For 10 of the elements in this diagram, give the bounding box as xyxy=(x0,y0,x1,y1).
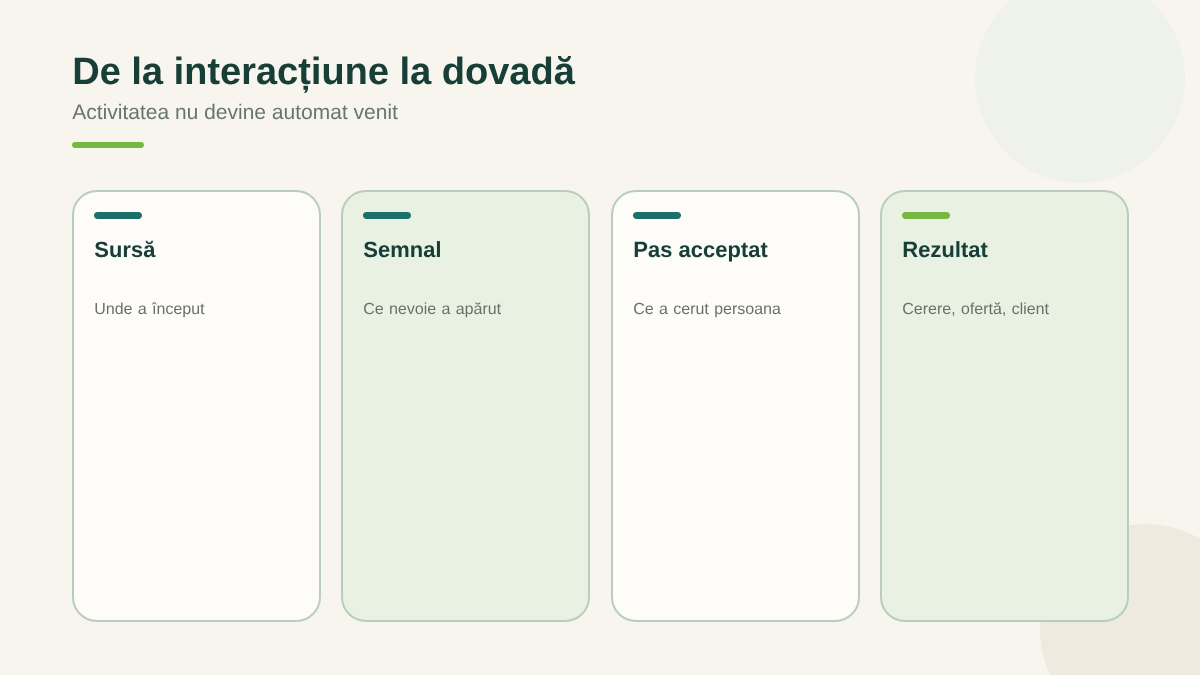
title: De la interacțiune la dovadă xyxy=(74,56,576,93)
card-heading: Rezultat xyxy=(903,241,988,258)
card-heading: Sursă xyxy=(94,240,156,258)
subtitle: Activitatea nu devine automat venit xyxy=(72,103,398,120)
card-text: Ce nevoie a apărut xyxy=(364,302,501,318)
card-heading: Semnal xyxy=(363,241,440,258)
card-text: Cerere, ofertă, client xyxy=(903,302,1049,317)
card-text: Unde a început xyxy=(95,302,205,318)
card-text: Ce a cerut persoana xyxy=(634,302,781,318)
card-heading: Pas acceptat xyxy=(634,241,768,262)
